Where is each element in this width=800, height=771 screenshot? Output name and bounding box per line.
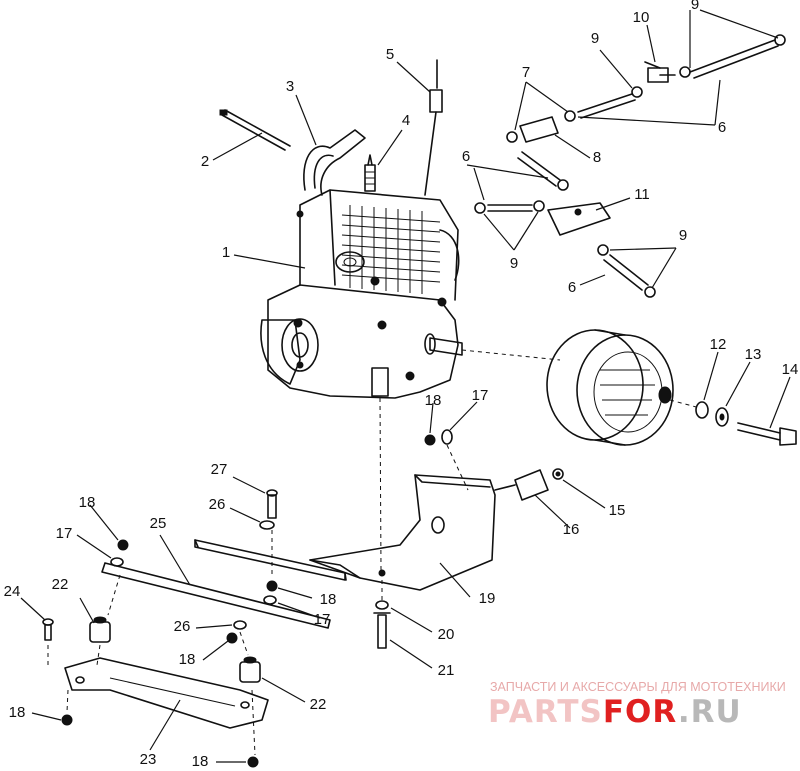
callout-17b: 17 [56,525,73,542]
callout-26a: 26 [174,618,191,635]
callout-6b: 6 [718,119,726,136]
callout-18f: 18 [192,753,209,770]
callout-2: 2 [201,153,209,170]
watermark-logo-ru: .RU [678,694,742,730]
leader-lines [20,9,791,763]
callout-8: 8 [593,149,601,166]
clutch-hardware [669,399,797,446]
throttle-cable [424,59,443,196]
mount-bolt [373,397,391,649]
callout-22a: 22 [52,576,69,593]
callout-15: 15 [609,502,626,519]
callout-7: 7 [522,64,530,81]
spark-plug [364,154,376,192]
callout-18b: 18 [79,494,96,511]
callout-22b: 22 [310,696,327,713]
engine-assembly [260,189,463,399]
callout-21: 21 [438,662,455,679]
callout-17c: 17 [314,611,331,628]
engine-mount-plate [309,474,496,591]
callout-16: 16 [563,521,580,538]
callout-18d: 18 [179,651,196,668]
fuel-system [474,34,786,298]
cylinder-fins [341,205,441,294]
callout-18c: 18 [320,591,337,608]
watermark: ЗАПЧАСТИ И АКСЕССУАРЫ ДЛЯ МОТОТЕХНИКИ PA… [488,680,786,730]
callout-24: 24 [4,583,21,600]
rubber-mount [494,468,564,501]
callout-6c: 6 [568,279,576,296]
watermark-tagline: ЗАПЧАСТИ И АКСЕССУАРЫ ДЛЯ МОТОТЕХНИКИ [490,680,786,694]
callout-5: 5 [386,46,394,63]
cable-tie [219,109,291,151]
callout-6a: 6 [462,148,470,165]
watermark-logo-parts: PARTS [488,694,603,730]
callout-14: 14 [782,361,799,378]
callout-11: 11 [634,186,650,203]
callout-26b: 26 [209,496,226,513]
callout-10: 10 [633,9,650,26]
watermark-logo: PARTSFOR.RU [488,694,742,730]
callout-3: 3 [286,78,294,95]
callout-9b: 9 [691,0,699,13]
callout-20: 20 [438,626,455,643]
callout-1: 1 [222,244,230,261]
callout-27: 27 [211,461,228,478]
watermark-logo-for: FOR [603,694,678,730]
callout-17a: 17 [472,387,489,404]
callout-9c: 9 [510,255,518,272]
callout-labels: 1 2 3 4 5 6 6 6 7 8 9 9 9 9 10 11 12 13 … [4,0,799,770]
callout-13: 13 [745,346,762,363]
callout-18e: 18 [9,704,26,721]
callout-9a: 9 [591,30,599,47]
spark-plug-wire [303,129,366,196]
callout-4: 4 [402,112,410,129]
callout-25: 25 [150,515,167,532]
callout-9d: 9 [679,227,687,244]
callout-18a: 18 [425,392,442,409]
callout-19: 19 [479,590,496,607]
engine-fasteners [424,429,469,491]
drive-clutch [461,329,674,446]
callout-23: 23 [140,751,157,768]
lower-frame [42,489,347,768]
callout-12: 12 [710,336,727,353]
